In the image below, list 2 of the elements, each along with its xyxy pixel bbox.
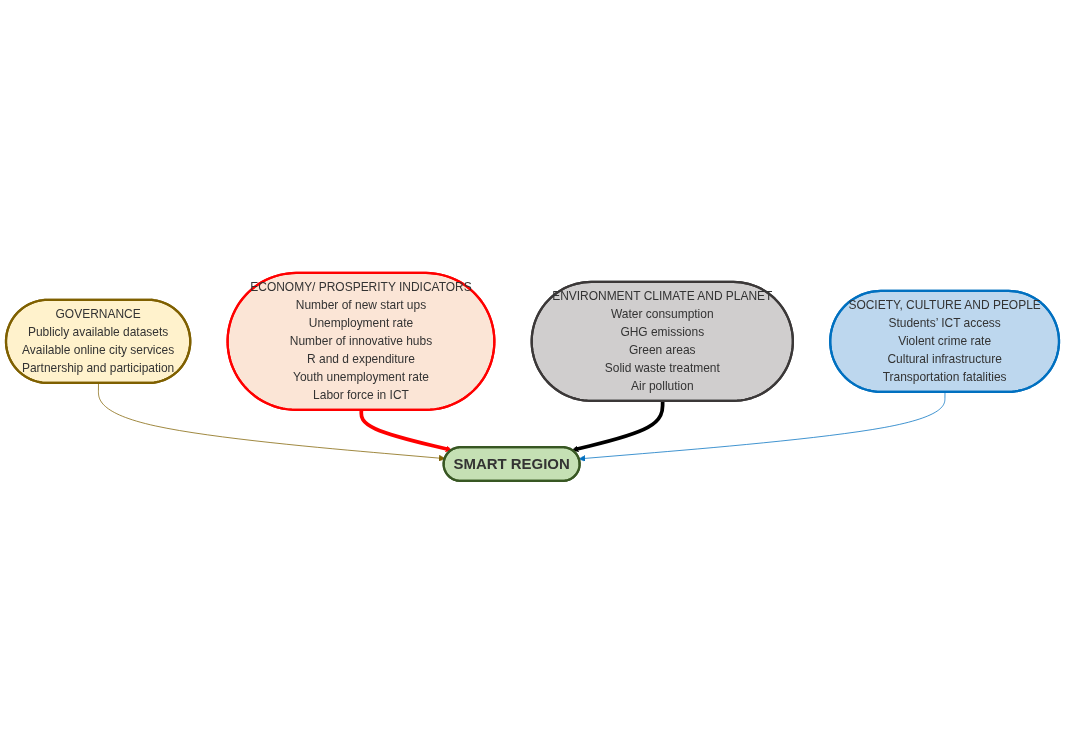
arrow [571, 401, 665, 453]
arrow [359, 410, 453, 453]
